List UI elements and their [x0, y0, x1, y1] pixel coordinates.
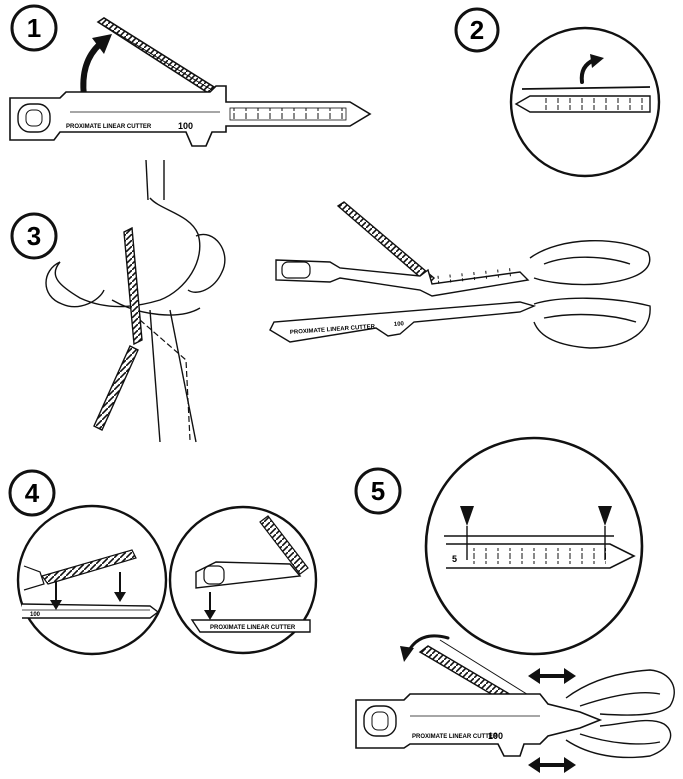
step-4-short-mark: 100	[30, 612, 41, 618]
step-3-tissue	[530, 241, 650, 348]
step-5-length-mark: 100	[488, 731, 503, 741]
step-1-device-label: PROXIMATE LINEAR CUTTER	[66, 124, 152, 130]
step-3-lower-cartridge: PROXIMATE LINEAR CUTTER 100	[270, 302, 534, 342]
step-3-number: 3	[27, 221, 41, 251]
step-4-device-label: PROXIMATE LINEAR CUTTER	[210, 625, 296, 631]
step-3-badge: 3	[12, 214, 56, 258]
step-2-panel: 2	[456, 9, 659, 176]
step-5-badge: 5	[356, 469, 400, 513]
step-4-magnifier-right: PROXIMATE LINEAR CUTTER	[170, 507, 316, 653]
step-3-length-mark: 100	[394, 321, 405, 328]
step-4-badge: 4	[10, 471, 54, 515]
step-1-panel: 1 PROXIMATE LINEAR CUTTER 100	[10, 6, 370, 146]
step-5-scale-start: 5	[452, 554, 457, 564]
step-4-panel: 4 100 PROXIMATE LINEAR C	[10, 471, 316, 654]
step-5-panel: 5 5	[356, 438, 674, 773]
step-1-anvil-jaw	[98, 18, 222, 98]
step-2-number: 2	[470, 15, 484, 45]
rotate-arrow-icon	[83, 34, 112, 96]
step-2-badge: 2	[456, 9, 498, 51]
double-arrow-icon	[528, 668, 576, 684]
step-1-cutter-body: PROXIMATE LINEAR CUTTER 100	[10, 86, 370, 146]
step-2-magnifier	[511, 28, 659, 176]
step-4-number: 4	[25, 478, 40, 508]
step-5-cutter-body: PROXIMATE LINEAR CUTTER 100	[356, 694, 600, 756]
double-arrow-icon	[528, 757, 576, 773]
step-1-length-mark: 100	[178, 121, 193, 131]
step-3-vertical-jaw	[124, 228, 142, 344]
step-5-number: 5	[371, 476, 385, 506]
step-3-panel: 3 PROXIMATE	[12, 160, 650, 442]
step-1-number: 1	[27, 13, 41, 43]
step-5-magnifier: 5	[426, 438, 642, 654]
step-1-badge: 1	[12, 6, 56, 50]
step-3-open-cutter	[276, 202, 528, 296]
step-4-magnifier-left: 100	[18, 506, 166, 654]
step-5-device-label: PROXIMATE LINEAR CUTTER	[412, 734, 498, 740]
